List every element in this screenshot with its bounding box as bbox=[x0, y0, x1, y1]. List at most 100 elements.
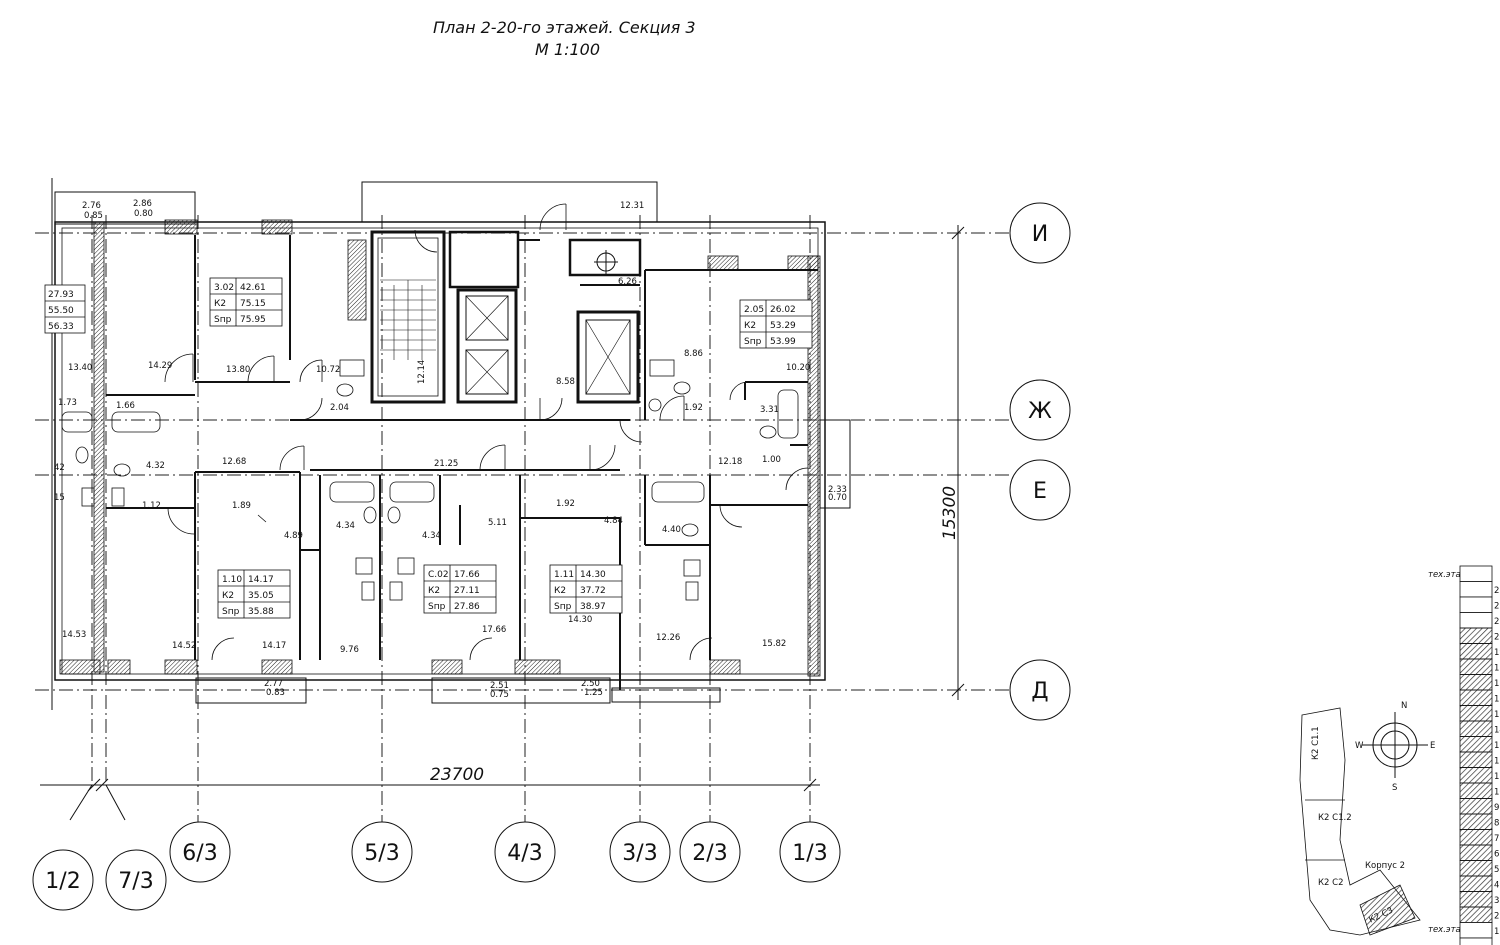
svg-text:0.75: 0.75 bbox=[490, 690, 509, 700]
apt-table-1-10 bbox=[217, 569, 291, 619]
svg-text:12.18: 12.18 bbox=[718, 457, 742, 467]
floor-number-2: 2 bbox=[1494, 912, 1499, 922]
svg-text:12.26: 12.26 bbox=[656, 633, 680, 643]
svg-text:1.12: 1.12 bbox=[142, 501, 161, 511]
axis-bubble-3-3: 3/3 bbox=[609, 821, 671, 883]
svg-text:75.15: 75.15 bbox=[240, 299, 266, 309]
svg-text:4.84: 4.84 bbox=[604, 516, 623, 526]
svg-text:E: E bbox=[1430, 741, 1435, 751]
svg-text:5.11: 5.11 bbox=[488, 518, 507, 528]
vertical-axis-lines bbox=[91, 215, 811, 835]
svg-text:27.11: 27.11 bbox=[454, 586, 480, 596]
svg-text:1.00: 1.00 bbox=[762, 455, 781, 465]
svg-text:4.32: 4.32 bbox=[146, 461, 165, 471]
svg-text:14.52: 14.52 bbox=[172, 641, 196, 651]
floor-number-20: 20 bbox=[1494, 633, 1500, 643]
svg-text:15.82: 15.82 bbox=[762, 639, 786, 649]
dimension-lines bbox=[40, 225, 965, 821]
floor-box-23 bbox=[1459, 581, 1493, 598]
svg-text:2/3: 2/3 bbox=[692, 841, 727, 866]
svg-text:15: 15 bbox=[54, 493, 65, 503]
svg-text:4.34: 4.34 bbox=[336, 521, 355, 531]
svg-text:17.66: 17.66 bbox=[482, 625, 506, 635]
svg-text:2.77: 2.77 bbox=[264, 679, 283, 689]
svg-text:S: S bbox=[1392, 783, 1397, 793]
svg-text:Е: Е bbox=[1033, 479, 1047, 504]
svg-text:2.05: 2.05 bbox=[744, 305, 764, 315]
floor-box-11 bbox=[1459, 767, 1493, 784]
svg-text:Sпр: Sпр bbox=[428, 602, 446, 612]
floor-box-6 bbox=[1459, 844, 1493, 861]
svg-text:2.51: 2.51 bbox=[490, 681, 509, 691]
floor-box-7 bbox=[1459, 829, 1493, 846]
floor-box-19 bbox=[1459, 643, 1493, 660]
floor-stack-boxes: 2322212019181716151413121110987654321 bbox=[1459, 565, 1500, 945]
svg-text:53.99: 53.99 bbox=[770, 337, 796, 347]
floor-box-18 bbox=[1459, 658, 1493, 675]
svg-text:К2: К2 bbox=[744, 321, 756, 331]
apt-table-1-11 bbox=[549, 564, 623, 614]
svg-text:тех.этаж: тех.этаж bbox=[1428, 570, 1469, 580]
svg-text:27.93: 27.93 bbox=[48, 290, 74, 300]
floor-box-16 bbox=[1459, 689, 1493, 706]
svg-text:14.53: 14.53 bbox=[62, 630, 86, 640]
svg-text:10.72: 10.72 bbox=[316, 365, 340, 375]
apartment-table-text: 27.93 55.50 56.33 3.02 42.61 К2 75.15 Sп… bbox=[48, 283, 796, 617]
svg-text:14.30: 14.30 bbox=[568, 615, 592, 625]
floor-box-5 bbox=[1459, 860, 1493, 877]
svg-text:2.76: 2.76 bbox=[82, 201, 101, 211]
svg-text:1/2: 1/2 bbox=[45, 869, 80, 894]
apt-table-2-05 bbox=[739, 299, 813, 349]
svg-text:12.31: 12.31 bbox=[620, 201, 644, 211]
svg-text:4/3: 4/3 bbox=[507, 841, 542, 866]
svg-text:2.33: 2.33 bbox=[828, 485, 847, 495]
svg-text:1.89: 1.89 bbox=[232, 501, 251, 511]
svg-text:Д: Д bbox=[1031, 679, 1048, 704]
svg-text:13.80: 13.80 bbox=[226, 365, 250, 375]
svg-text:8.58: 8.58 bbox=[556, 377, 575, 387]
svg-text:0.83: 0.83 bbox=[266, 688, 285, 698]
key-plan bbox=[1299, 707, 1421, 936]
svg-text:К2 С1.1: К2 С1.1 bbox=[1311, 726, 1321, 760]
svg-text:1/3: 1/3 bbox=[792, 841, 827, 866]
balconies bbox=[54, 181, 851, 704]
stair-core bbox=[370, 230, 446, 404]
svg-text:Sпр: Sпр bbox=[554, 602, 572, 612]
floor-stack: тех.этаж тех.этаж 2322212019181716151413… bbox=[1428, 565, 1500, 945]
svg-text:W: W bbox=[1355, 741, 1364, 751]
floor-number-18: 18 bbox=[1494, 664, 1500, 674]
svg-text:0.80: 0.80 bbox=[134, 209, 153, 219]
svg-text:К2: К2 bbox=[222, 591, 234, 601]
floor-box-10 bbox=[1459, 782, 1493, 799]
svg-text:Ж: Ж bbox=[1028, 399, 1052, 424]
svg-text:К2: К2 bbox=[554, 586, 566, 596]
svg-text:12.68: 12.68 bbox=[222, 457, 246, 467]
floor-number-7: 7 bbox=[1494, 834, 1499, 844]
floor-number-6: 6 bbox=[1494, 850, 1499, 860]
svg-text:13.40: 13.40 bbox=[68, 363, 92, 373]
svg-text:1.92: 1.92 bbox=[684, 403, 703, 413]
apt-table-c-02 bbox=[423, 564, 497, 614]
svg-text:12.14: 12.14 bbox=[417, 360, 427, 384]
compass-labels: N S W E bbox=[1355, 701, 1435, 793]
svg-text:14.29: 14.29 bbox=[148, 361, 172, 371]
plan-title: План 2-20-го этажей. Секция 3 bbox=[433, 18, 696, 37]
svg-text:2.86: 2.86 bbox=[133, 199, 152, 209]
svg-text:21.25: 21.25 bbox=[434, 459, 458, 469]
floor-number-13: 13 bbox=[1494, 741, 1500, 751]
svg-text:И: И bbox=[1032, 222, 1048, 247]
apt-table-3-02 bbox=[209, 277, 283, 327]
axis-bubble-6-3: 6/3 bbox=[169, 821, 231, 883]
lift-shafts bbox=[448, 230, 642, 404]
floor-number-12: 12 bbox=[1494, 757, 1500, 767]
svg-text:Корпус 2: Корпус 2 bbox=[1365, 861, 1405, 871]
floor-box-17 bbox=[1459, 674, 1493, 691]
floor-box-3 bbox=[1459, 891, 1493, 908]
svg-text:7/3: 7/3 bbox=[118, 869, 153, 894]
floor-box-21 bbox=[1459, 612, 1493, 629]
svg-text:14.30: 14.30 bbox=[580, 570, 606, 580]
svg-text:6.26: 6.26 bbox=[618, 277, 637, 287]
svg-text:3.02: 3.02 bbox=[214, 283, 234, 293]
floor-box-14 bbox=[1459, 720, 1493, 737]
apartment-tables bbox=[44, 277, 813, 619]
